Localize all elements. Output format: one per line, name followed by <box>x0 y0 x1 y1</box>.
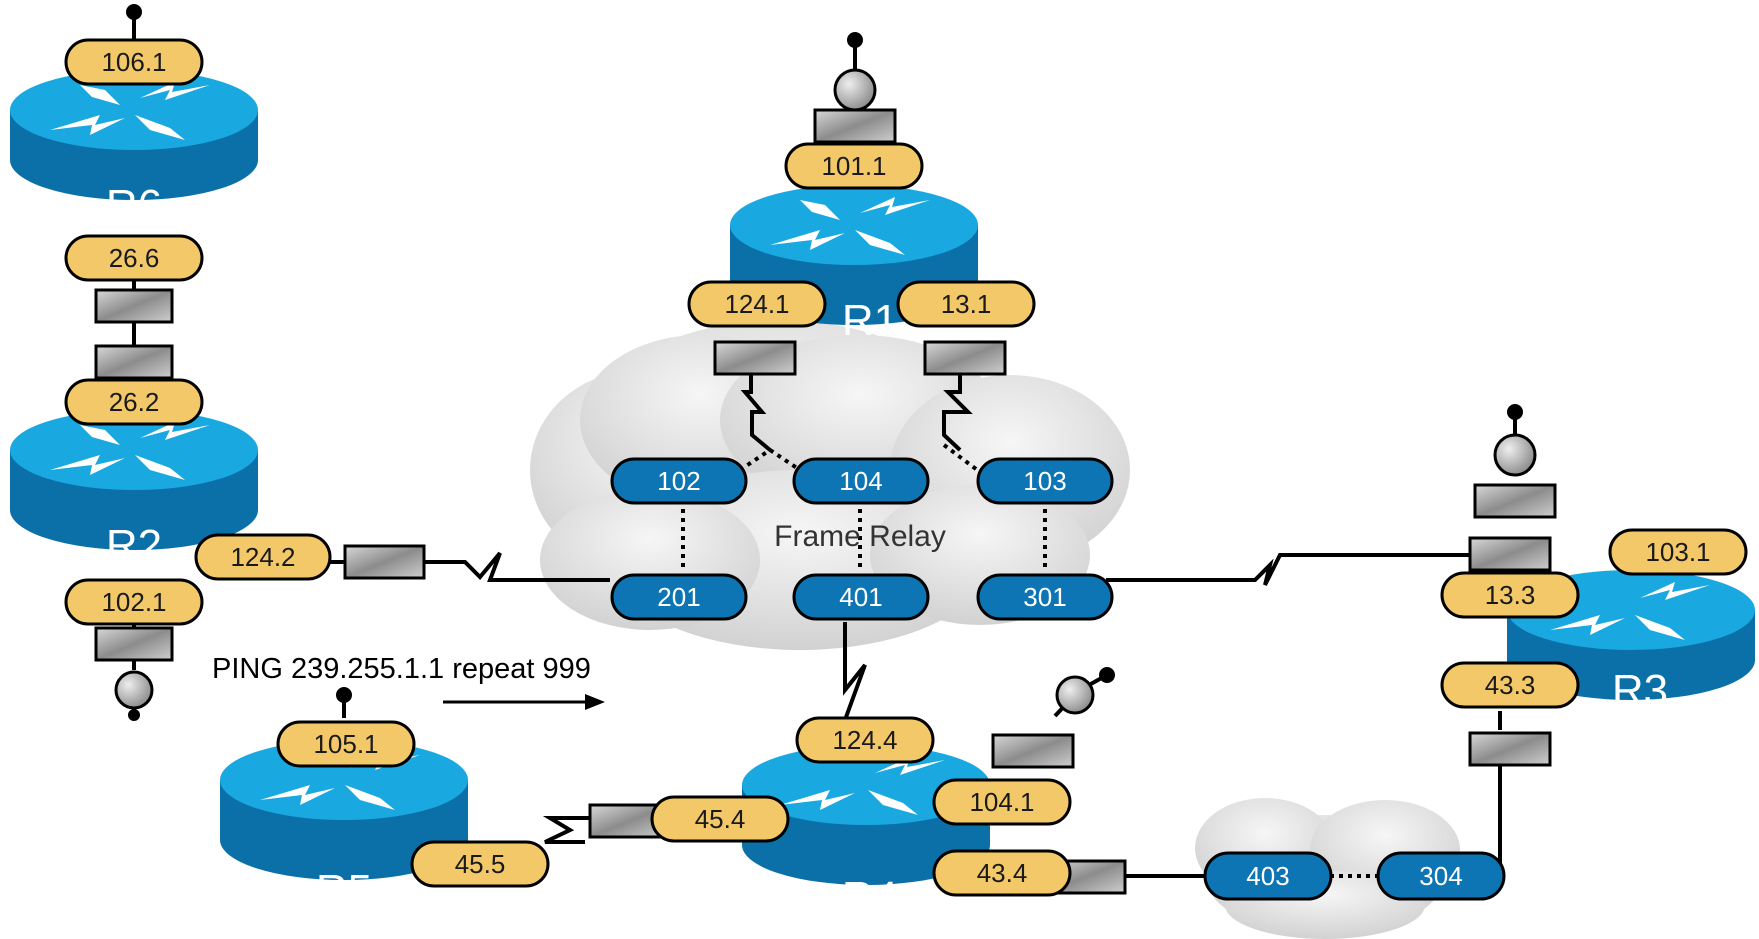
cloud-label: Frame Relay <box>774 520 946 553</box>
ip-label: 103.1 <box>1645 537 1710 567</box>
interface-rects <box>94 108 1557 895</box>
pvc-lines <box>681 443 1380 878</box>
router-label: R5 <box>316 866 372 915</box>
endpoint-dot <box>128 709 140 721</box>
router-r4[interactable]: R4 <box>742 745 990 922</box>
dlci-label: 201 <box>657 582 700 612</box>
ip-label: 13.1 <box>941 289 992 319</box>
ip-label: 105.1 <box>313 729 378 759</box>
ip-label: 13.3 <box>1485 580 1536 610</box>
loopback-icons <box>114 68 1537 715</box>
ip-label: 43.4 <box>977 858 1028 888</box>
ip-label: 124.2 <box>230 542 295 572</box>
router-r6[interactable]: R6 <box>10 70 258 230</box>
dlci-label: 403 <box>1246 861 1289 891</box>
ping-annotation: PING 239.255.1.1 repeat 999 <box>212 653 591 685</box>
router-label: R6 <box>106 181 162 230</box>
router-label: R3 <box>1612 666 1668 715</box>
router-label: R1 <box>842 296 898 345</box>
dlci-label: 304 <box>1419 861 1462 891</box>
ip-label: 26.6 <box>109 243 160 273</box>
dlci-pills <box>610 457 1506 901</box>
ip-label: 43.3 <box>1485 670 1536 700</box>
ip-label: 45.4 <box>695 804 746 834</box>
router-r1[interactable]: R1 <box>730 185 978 345</box>
ip-label: 101.1 <box>821 151 886 181</box>
router-r2[interactable]: R2 <box>10 410 258 570</box>
ip-label: 104.1 <box>969 787 1034 817</box>
dlci-label: 301 <box>1023 582 1066 612</box>
ip-label: 124.1 <box>724 289 789 319</box>
ip-pills <box>64 38 1748 897</box>
dlci-label: 104 <box>839 466 882 496</box>
ip-label: 106.1 <box>101 47 166 77</box>
ip-label: 26.2 <box>109 387 160 417</box>
dlci-label: 401 <box>839 582 882 612</box>
dlci-label: 102 <box>657 466 700 496</box>
router-label: R4 <box>842 873 898 922</box>
ip-label: 102.1 <box>101 587 166 617</box>
links <box>126 4 1523 878</box>
router-label: R2 <box>106 521 162 570</box>
ip-label: 124.4 <box>832 725 897 755</box>
ip-label: 45.5 <box>455 849 506 879</box>
arrow-icon <box>443 694 605 710</box>
dlci-label: 103 <box>1023 466 1066 496</box>
